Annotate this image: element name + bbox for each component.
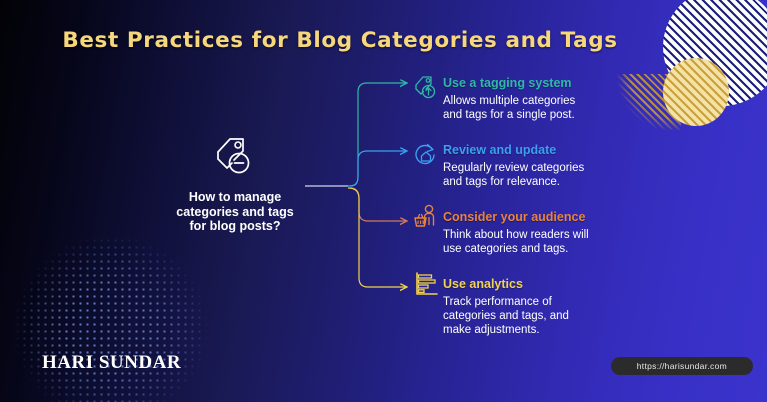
branch-item: Consider your audience Think about how r…: [443, 210, 589, 256]
halftone-dots-decoration: [0, 202, 246, 402]
branch-item: Use a tagging system Allows multiple cat…: [443, 76, 575, 122]
page-title: Best Practices for Blog Categories and T…: [62, 28, 618, 53]
branch-body: Think about how readers will use categor…: [443, 229, 589, 255]
branch-body: Regularly review categories and tags for…: [443, 162, 585, 188]
branch-body: Track performance of categories and tags…: [443, 296, 569, 336]
person-basket-icon: [414, 204, 435, 227]
refresh-home-icon: [415, 143, 435, 165]
branch-heading: Consider your audience: [443, 210, 586, 224]
branch-item: Use analytics Track performance of categ…: [443, 277, 569, 337]
tag-upload-icon: [415, 76, 436, 99]
bar-chart-icon: [416, 272, 438, 295]
branch-item: Review and update Regularly review categ…: [443, 143, 584, 189]
branch-heading: Review and update: [443, 143, 557, 157]
branch-heading: Use analytics: [443, 277, 523, 291]
branch-heading: Use a tagging system: [443, 76, 572, 90]
central-node-label: How to manage categories and tags for bl…: [176, 190, 294, 233]
branch-body: Allows multiple categories and tags for …: [443, 95, 576, 121]
tag-minus-icon: [217, 138, 250, 174]
gold-striped-circle-decoration: [663, 58, 729, 126]
central-node: How to manage categories and tags for bl…: [150, 132, 320, 234]
brand-wordmark: HARI SUNDAR: [42, 352, 182, 373]
website-url-pill[interactable]: https://harisundar.com: [610, 357, 753, 375]
